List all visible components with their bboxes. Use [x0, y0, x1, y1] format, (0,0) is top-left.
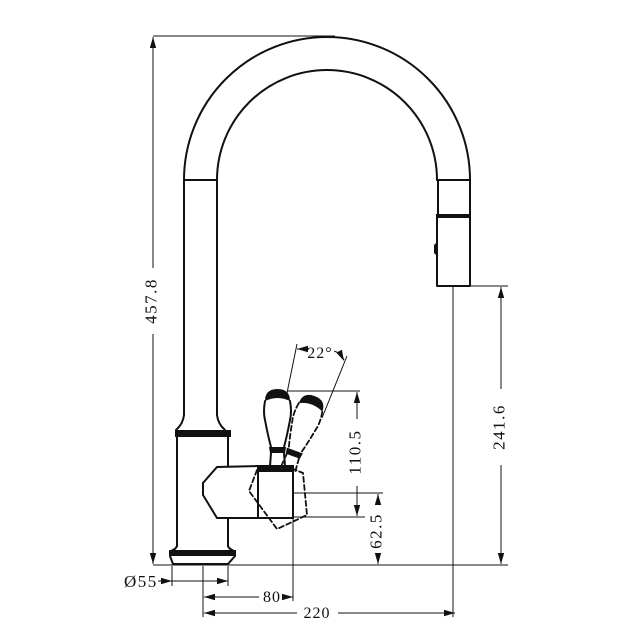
valve-joint [202, 465, 259, 519]
lever-neck-band-rotated [285, 447, 303, 459]
base-band [169, 550, 236, 556]
lever-body [263, 400, 292, 448]
lever-cap [265, 389, 290, 401]
spray-collar [437, 179, 471, 216]
label-handle-top-height: 110.5 [346, 429, 365, 474]
label-outlet-height: 241.6 [490, 404, 509, 450]
base-skirt [169, 555, 236, 565]
handle-lever-rotated [280, 394, 324, 472]
handle-lever [263, 389, 292, 467]
handle-base [257, 465, 294, 519]
spray-head [436, 217, 471, 287]
lever-body-rotated [287, 402, 324, 454]
spout-arc-outer [183, 36, 471, 181]
lever-cap-rotated [298, 394, 324, 412]
upper-collar-band [175, 430, 231, 437]
lever-stem-rotated [280, 453, 300, 472]
label-handle-angle: 22° [307, 345, 332, 362]
dimension-labels: 457.8 241.6 110.5 62.5 Ø55 80 220 22° [124, 278, 509, 622]
lever-stem [269, 452, 286, 467]
riser-tube [183, 179, 218, 416]
spout-arc-inner [216, 69, 438, 181]
label-spout-reach: 220 [304, 605, 331, 622]
label-base-diameter: Ø55 [124, 572, 158, 591]
label-handle-reach: 80 [263, 589, 281, 606]
spray-collar-band [436, 214, 471, 218]
spray-button [434, 242, 437, 256]
faucet-outline [169, 36, 471, 565]
label-valve-height: 62.5 [367, 513, 386, 549]
angle-leg-tilted [321, 355, 348, 419]
label-overall-height: 457.8 [142, 278, 161, 324]
dimension-lines [149, 35, 508, 617]
handle-base-band [258, 466, 293, 472]
handle-base-rotated [247, 468, 308, 531]
upper-collar [175, 414, 226, 431]
angle-leg-vertical [286, 343, 298, 394]
lever-neck-band [269, 447, 286, 453]
